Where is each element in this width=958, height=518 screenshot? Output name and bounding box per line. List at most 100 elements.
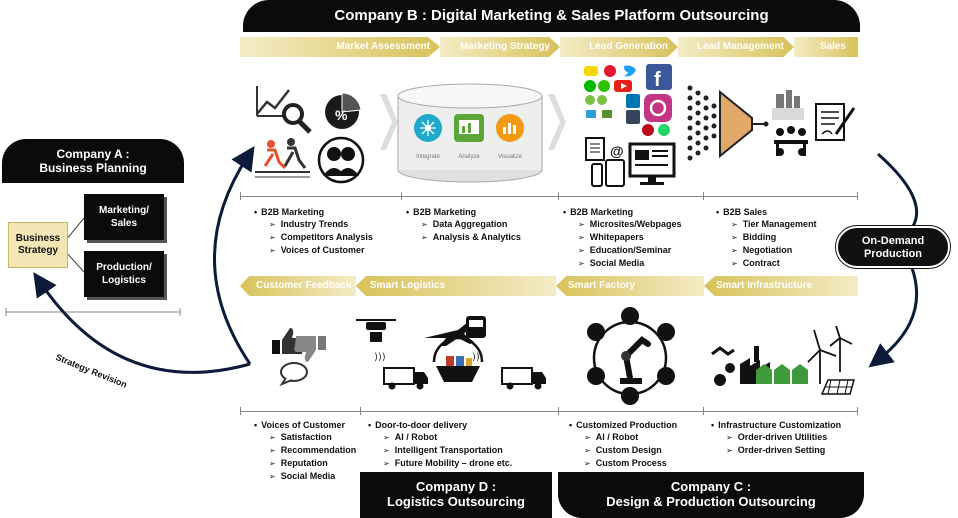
- list-item: Order-driven Utilities: [711, 431, 841, 444]
- list-head: B2B Marketing: [406, 206, 521, 218]
- analyze-label: Analyze: [458, 154, 480, 160]
- stage-label: Smart Logistics: [370, 280, 446, 291]
- drone-icon: [356, 319, 396, 342]
- email-icon: @: [610, 143, 624, 159]
- airplane-icon: [424, 322, 474, 346]
- tumblr-icon: [626, 110, 640, 124]
- robot-arm-icon: [711, 346, 735, 356]
- list-head: Voices of Customer: [254, 419, 356, 431]
- company-a-header: Company A : Business Planning: [2, 139, 184, 183]
- tier-management-icon: [772, 90, 804, 120]
- list-item: Intelligent Transportation: [368, 444, 512, 457]
- list-item: AI / Robot: [569, 431, 677, 444]
- mobile-icon: [591, 163, 603, 187]
- smart-logistics-list: Door-to-door delivery AI / Robot Intelli…: [368, 419, 512, 470]
- smart-factory-list: Customized Production AI / Robot Custom …: [569, 419, 677, 470]
- trend-chart-icon: [256, 89, 290, 115]
- svg-text:%: %: [335, 107, 348, 123]
- on-demand-to-infrastructure-arrow: [868, 267, 919, 368]
- wifi-icon: ))): [374, 352, 386, 363]
- feedback-to-assessment-arrow: [213, 145, 255, 365]
- negotiation-meeting-icon: [774, 126, 808, 156]
- stage-label: Lead Generation: [589, 41, 668, 52]
- stage-marketing-strategy: Marketing Strategy: [440, 37, 560, 57]
- top-divider-tick: [703, 192, 704, 200]
- company-a-line1: Company A :: [56, 147, 130, 161]
- production-logistics-box: Production/ Logistics: [84, 251, 164, 297]
- kakao-icon: [584, 66, 598, 76]
- stage-sales: Sales: [794, 37, 858, 57]
- company-d-footer: Company D : Logistics Outsourcing: [360, 472, 552, 518]
- top-divider-tick: [558, 192, 559, 200]
- integrate-label: Integrate: [416, 154, 440, 160]
- facebook-icon: [646, 64, 672, 90]
- bottom-divider-tick: [240, 407, 241, 415]
- list-item: Data Aggregation: [406, 218, 521, 231]
- sales-list: B2B Sales Tier Management Bidding Negoti…: [716, 206, 817, 270]
- pinterest-icon: [642, 124, 654, 136]
- bottom-divider-tick: [703, 407, 704, 415]
- chevron-right-icon: [380, 94, 398, 150]
- list-item: Contract: [716, 257, 817, 270]
- bottom-divider-tick: [360, 407, 361, 415]
- gear-icon: [587, 323, 605, 341]
- list-head: B2B Sales: [716, 206, 817, 218]
- list-item: Tier Management: [716, 218, 817, 231]
- instagram-icon: [644, 94, 672, 122]
- company-c-footer: Company C : Design & Production Outsourc…: [558, 472, 864, 518]
- lead-funnel-icon: [687, 85, 769, 161]
- smart-infrastructure-list: Infrastructure Customization Order-drive…: [711, 419, 841, 457]
- list-item: Custom Process: [569, 457, 677, 470]
- list-item: Bidding: [716, 231, 817, 244]
- list-head: Infrastructure Customization: [711, 419, 841, 431]
- solar-panel-icon: [820, 379, 855, 395]
- customer-feedback-icons: [272, 328, 326, 387]
- bottom-divider-tick: [558, 407, 559, 415]
- stage-label: Marketing Strategy: [459, 41, 550, 52]
- lead-generation-list: B2B Marketing Microsites/Webpages Whitep…: [563, 206, 682, 270]
- visualize-label: Visualize: [498, 154, 523, 160]
- business-strategy-line1: Business: [15, 233, 61, 244]
- list-item: Competitors Analysis: [254, 231, 373, 244]
- list-head: B2B Marketing: [563, 206, 682, 218]
- list-item: Negotiation: [716, 244, 817, 257]
- top-divider: [240, 196, 858, 197]
- stage-customer-feedback: Customer Feedback: [240, 276, 356, 296]
- customers-icon: [317, 136, 365, 184]
- stage-smart-infrastructure: Smart Infrastructure: [704, 276, 858, 296]
- list-item: Education/Seminar: [563, 244, 682, 257]
- business-strategy-line2: Strategy: [17, 245, 58, 256]
- company-c-line2: Design & Production Outsourcing: [606, 494, 816, 509]
- marketing-sales-box: Marketing/ Sales: [84, 194, 164, 240]
- on-demand-production-badge: On-Demand Production: [836, 226, 950, 268]
- production-logistics-line2: Logistics: [102, 275, 146, 286]
- twitter-icon: [624, 65, 636, 77]
- list-item: Custom Design: [569, 444, 677, 457]
- sales-to-on-demand-arrow: [877, 152, 918, 229]
- marketing-sales-line2: Sales: [110, 218, 138, 229]
- list-item: Recommendation: [254, 444, 357, 457]
- list-item: AI / Robot: [368, 431, 512, 444]
- marketing-strategy-list: B2B Marketing Data Aggregation Analysis …: [406, 206, 521, 244]
- list-item: Future Mobility – drone etc.: [368, 457, 513, 470]
- greenhouse-icon: [756, 364, 808, 384]
- top-divider-tick: [240, 192, 241, 200]
- wind-turbine-icon: [807, 325, 853, 384]
- stage-lead-generation: Lead Generation: [560, 37, 678, 57]
- marketing-sales-line1: Marketing/: [98, 205, 149, 216]
- wrench-icon: [587, 367, 605, 385]
- line-icon: [584, 80, 596, 92]
- wechat-icon: [598, 80, 610, 92]
- production-logistics-line1: Production/: [96, 262, 152, 273]
- list-item: Analysis & Analytics: [406, 231, 521, 244]
- list-item: Whitepapers: [563, 231, 682, 244]
- stage-market-assessment: Market Assessment: [240, 37, 440, 57]
- company-c-line1: Company C :: [670, 479, 752, 494]
- stage-label: Lead Management: [696, 41, 784, 52]
- document-icon: [585, 137, 605, 161]
- whatsapp-icon: [658, 124, 670, 136]
- list-item: Industry Trends: [254, 218, 373, 231]
- stage-label: Smart Factory: [568, 280, 636, 291]
- contract-icon: [815, 103, 856, 141]
